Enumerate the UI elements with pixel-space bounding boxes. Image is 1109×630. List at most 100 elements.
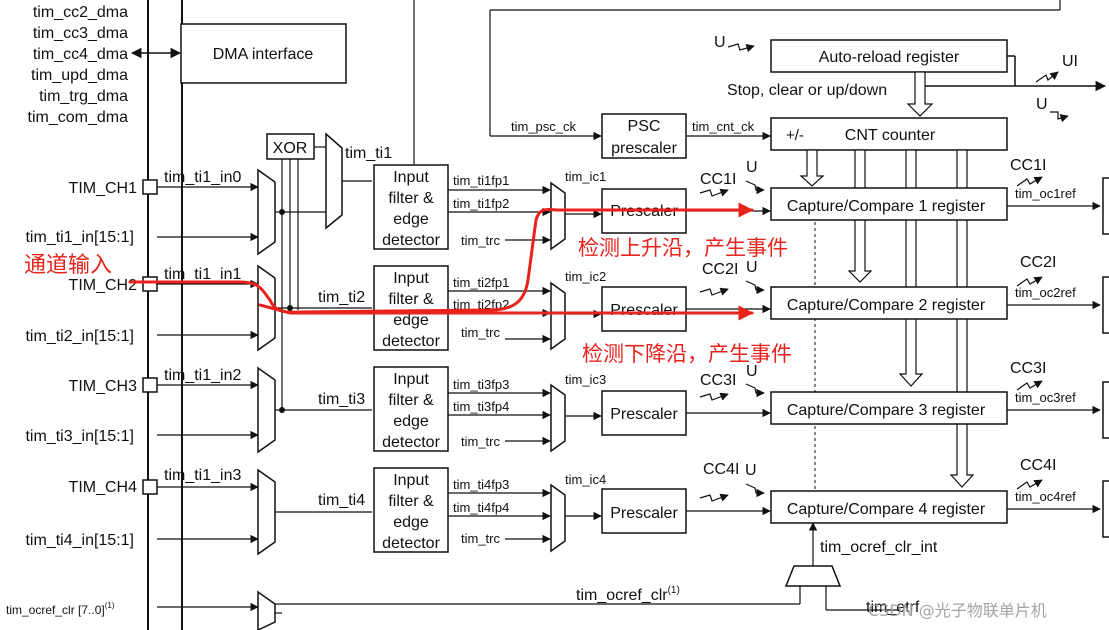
cnt-counter — [770, 117, 1008, 151]
svg-text:filter &: filter & — [388, 190, 434, 207]
red-annotation-strokes — [128, 202, 754, 321]
annotation-falling-edge: 检测下降沿，产生事件 — [582, 342, 792, 366]
ti-in-label: tim_ti1_in3 — [164, 467, 241, 484]
svg-text:Input: Input — [393, 270, 429, 287]
ti-label: tim_ti3 — [318, 391, 365, 408]
svg-text:CC2I: CC2I — [702, 261, 738, 278]
svg-text:CC4I: CC4I — [703, 461, 739, 478]
ti-in-labels: tim_ti1_in0 tim_ti1_in1 tim_ti1_in2 tim_… — [164, 169, 241, 484]
svg-text:CC3I: CC3I — [1010, 360, 1046, 377]
svg-text:tim_ti2fp2: tim_ti2fp2 — [453, 297, 509, 312]
svg-text:tim_oc4ref: tim_oc4ref — [1015, 489, 1076, 504]
tifp-labels: tim_ti1fp1 tim_ti1fp2 tim_ti2fp1 tim_ti2… — [453, 173, 509, 515]
svg-text:U: U — [746, 259, 758, 276]
svg-text:edge: edge — [393, 514, 429, 531]
svg-text:detector: detector — [382, 434, 440, 451]
right-edge-boxes — [1102, 177, 1109, 538]
ti-in-label: tim_ti1_in0 — [164, 169, 241, 186]
svg-text:tim_ti1fp2: tim_ti1fp2 — [453, 196, 509, 211]
bus-lines — [147, 0, 183, 630]
input-filter-block-4: Input filter & edge detector — [373, 467, 449, 553]
channel-input-labels: TIM_CH1 tim_ti1_in[15:1] TIM_CH2 tim_ti2… — [25, 180, 137, 549]
event-labels: U UI U — [714, 34, 1078, 113]
svg-text:tim_oc2ref: tim_oc2ref — [1015, 285, 1076, 300]
lightning-icons — [699, 43, 1069, 502]
dma-interface-box — [180, 23, 347, 84]
svg-text:PSC: PSC — [628, 118, 661, 135]
cc-registers — [770, 187, 1008, 524]
svg-text:tim_ti3fp3: tim_ti3fp3 — [453, 377, 509, 392]
svg-text:CC2I: CC2I — [1020, 254, 1056, 271]
annotation-channel-input: 通道输入 — [24, 253, 112, 278]
svg-text:detector: detector — [382, 232, 440, 249]
svg-text:tim_ti1fp1: tim_ti1fp1 — [453, 173, 509, 188]
svg-text:filter &: filter & — [388, 493, 434, 510]
svg-text:Capture/Compare 3 register: Capture/Compare 3 register — [787, 402, 986, 419]
annotation-rising-edge: 检测上升沿，产生事件 — [578, 236, 788, 260]
svg-text:tim_ic2: tim_ic2 — [565, 269, 606, 284]
ui-label: UI — [1062, 53, 1078, 70]
svg-text:tim_ic4: tim_ic4 — [565, 472, 606, 487]
dma-signal-label: tim_cc3_dma — [33, 25, 128, 42]
svg-text:tim_ic3: tim_ic3 — [565, 372, 606, 387]
svg-text:Capture/Compare 4 register: Capture/Compare 4 register — [787, 501, 986, 518]
cc-to-ocref-wires — [1007, 201, 1101, 514]
svg-text:CC1I: CC1I — [1010, 157, 1046, 174]
svg-text:tim_trc: tim_trc — [461, 434, 501, 449]
dma-signal-label: tim_trg_dma — [39, 88, 128, 105]
xor-label: XOR — [273, 140, 308, 157]
ui-output — [925, 55, 1107, 92]
ti4-in-label: tim_ti4_in[15:1] — [25, 532, 134, 549]
ocref-clr-int-label: tim_ocref_clr_int — [820, 539, 938, 556]
junction-dots — [279, 209, 293, 413]
svg-text:tim_oc3ref: tim_oc3ref — [1015, 390, 1076, 405]
svg-text:filter &: filter & — [388, 392, 434, 409]
svg-text:edge: edge — [393, 312, 429, 329]
cci-labels: CC1I U CC2I U CC3I U CC4I U CC1I CC2I CC… — [700, 157, 1056, 479]
dma-signal-labels: tim_cc2_dma tim_cc3_dma tim_cc4_dma tim_… — [28, 4, 129, 126]
svg-text:tim_ti2fp1: tim_ti2fp1 — [453, 275, 509, 290]
svg-text:Input: Input — [393, 169, 429, 186]
ocref-clr-mid-label: tim_ocref_clr(1) — [576, 585, 680, 604]
ti3-in-label: tim_ti3_in[15:1] — [25, 428, 134, 445]
ti-label: tim_ti1 — [345, 145, 392, 162]
u-label: U — [714, 34, 726, 51]
svg-text:tim_ti4fp4: tim_ti4fp4 — [453, 500, 509, 515]
svg-text:+/-: +/- — [786, 127, 804, 144]
svg-text:tim_trc: tim_trc — [461, 531, 501, 546]
stop-clear-label: Stop, clear or up/down — [727, 82, 887, 99]
svg-text:Auto-reload register: Auto-reload register — [819, 49, 960, 66]
auto-reload-register — [770, 39, 1008, 73]
pin-markers — [142, 179, 158, 495]
dma-signal-label: tim_com_dma — [28, 109, 129, 126]
svg-text:Capture/Compare 1 register: Capture/Compare 1 register — [787, 198, 986, 215]
ti1-in-label: tim_ti1_in[15:1] — [25, 229, 134, 246]
svg-text:edge: edge — [393, 211, 429, 228]
svg-text:CC1I: CC1I — [700, 171, 736, 188]
xor-wiring — [275, 146, 372, 614]
svg-text:filter &: filter & — [388, 291, 434, 308]
etrf-label: tim_etrf — [866, 599, 920, 616]
svg-text:tim_trc: tim_trc — [461, 233, 501, 248]
svg-text:tim_oc1ref: tim_oc1ref — [1015, 186, 1076, 201]
cc-register-labels: Capture/Compare 1 register Capture/Compa… — [787, 198, 986, 518]
svg-text:tim_ic1: tim_ic1 — [565, 169, 606, 184]
ti1-select-mux — [325, 132, 343, 230]
dma-signal-label: tim_upd_dma — [31, 67, 128, 84]
tim-ch1-label: TIM_CH1 — [69, 180, 138, 197]
ti2-in-label: tim_ti2_in[15:1] — [25, 328, 134, 345]
svg-text:Input: Input — [393, 472, 429, 489]
svg-text:CC3I: CC3I — [700, 372, 736, 389]
ocref-clr-label: tim_ocref_clr [7..0](1) — [6, 601, 115, 617]
ti-in-label: tim_ti1_in1 — [164, 266, 241, 283]
svg-text:detector: detector — [382, 535, 440, 552]
svg-text:tim_ti4fp3: tim_ti4fp3 — [453, 477, 509, 492]
ocref-clr-mux — [784, 565, 842, 587]
svg-text:CC4I: CC4I — [1020, 457, 1056, 474]
svg-text:Prescaler: Prescaler — [610, 302, 678, 319]
input-filter-block-2: Input filter & edge detector — [373, 265, 449, 351]
svg-text:Prescaler: Prescaler — [610, 406, 678, 423]
ti-in-label: tim_ti1_in2 — [164, 367, 241, 384]
prescaler-labels: Prescaler Prescaler Prescaler Prescaler — [610, 203, 678, 522]
ti-labels: tim_ti1 tim_ti2 tim_ti3 tim_ti4 — [318, 145, 392, 509]
